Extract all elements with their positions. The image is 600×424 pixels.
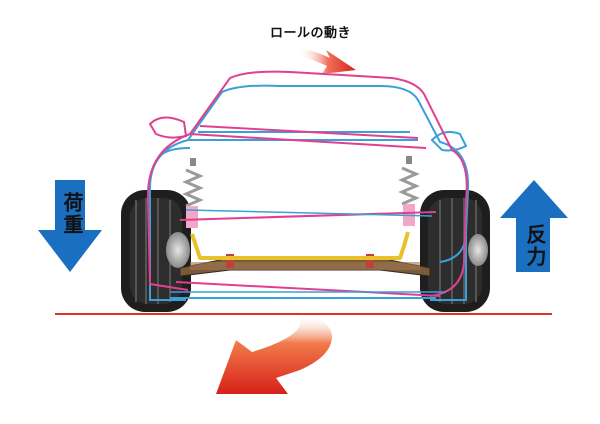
arrow-down-icon (38, 180, 102, 272)
roll-motion-label: ロールの動き (270, 26, 352, 41)
left-strut (182, 158, 204, 228)
left-tire (121, 190, 191, 312)
load-label: 荷重 (60, 192, 84, 236)
reaction-label: 反力 (523, 224, 547, 268)
stabilizer-bar (194, 231, 410, 260)
arrow-up-icon (500, 180, 568, 272)
body-outline-rolled (146, 70, 468, 297)
curved-arrow-down-left-icon (216, 316, 332, 394)
curved-arrow-right-icon (300, 48, 356, 74)
right-tire (420, 190, 490, 312)
body-detail-lines (170, 209, 446, 293)
